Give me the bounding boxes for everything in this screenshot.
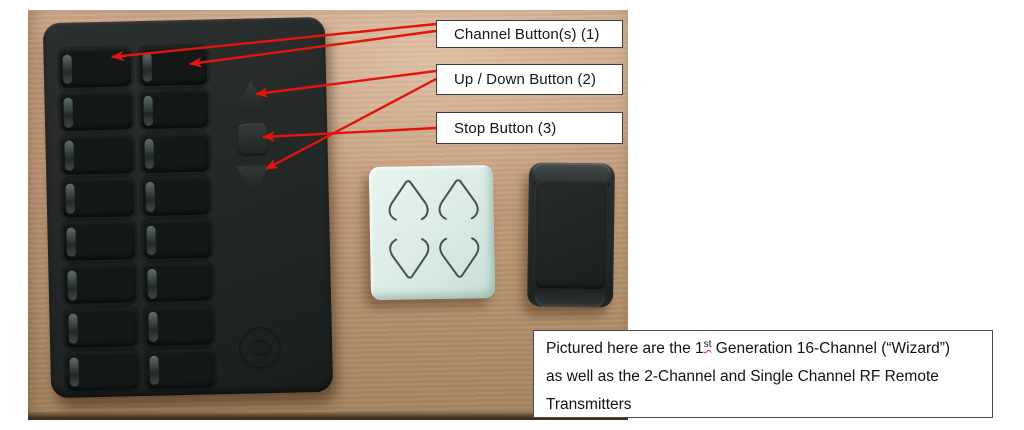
channel-button xyxy=(61,134,134,175)
channel-button xyxy=(140,89,209,130)
callout-channel-buttons: Channel Button(s) (1) xyxy=(436,20,623,48)
channel-button xyxy=(60,91,133,132)
callout-stop-button: Stop Button (3) xyxy=(436,112,623,144)
embossed-logo xyxy=(238,327,282,370)
channel-button xyxy=(144,262,213,303)
remote-face xyxy=(533,179,609,291)
superscript-st: st xyxy=(703,338,712,350)
remote-bottom-cap xyxy=(534,288,606,308)
channel-button xyxy=(145,306,214,346)
caption-line-2: as well as the 2-Channel and Single Chan… xyxy=(546,368,939,385)
down-button-icon xyxy=(236,165,270,195)
channel-button xyxy=(142,176,211,216)
up-arrow-glyph xyxy=(438,179,479,220)
channel-button-grid xyxy=(59,46,215,391)
channel-button xyxy=(141,133,210,173)
channel-button xyxy=(63,221,136,262)
channel-button xyxy=(143,219,212,260)
single-channel-remote xyxy=(526,162,616,308)
channel-button xyxy=(65,307,138,348)
up-stop-down-column xyxy=(234,80,270,195)
stop-button xyxy=(238,123,267,154)
up-arrow-glyph xyxy=(388,180,429,221)
callout-up-down-button: Up / Down Button (2) xyxy=(436,64,623,95)
down-arrow-glyph xyxy=(389,238,430,279)
channel-button xyxy=(146,349,215,390)
channel-button xyxy=(62,178,135,218)
channel-button xyxy=(66,351,139,391)
channel-button xyxy=(59,48,132,88)
callout-label: Stop Button (3) xyxy=(454,119,557,137)
callout-label: Up / Down Button (2) xyxy=(454,71,597,88)
caption-box: Pictured here are the 1st Generation 16-… xyxy=(533,330,993,418)
caption-line-3: Transmitters xyxy=(546,396,632,413)
callout-label: Channel Button(s) (1) xyxy=(454,25,600,43)
channel-button xyxy=(139,46,208,87)
channel-button xyxy=(64,264,137,305)
down-arrow-glyph xyxy=(439,237,480,278)
caption-line-1: Pictured here are the 1st Generation 16-… xyxy=(546,338,951,357)
two-channel-remote xyxy=(368,164,496,301)
up-button-icon xyxy=(234,80,268,112)
wizard-16-channel-remote xyxy=(42,16,334,399)
